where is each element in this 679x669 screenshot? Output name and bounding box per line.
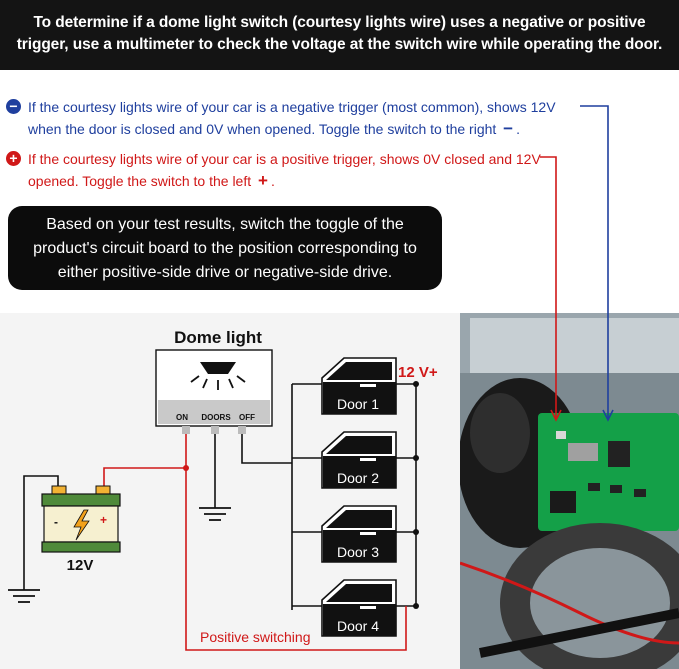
battery-icon: - + <box>41 485 121 553</box>
dome-light-title: Dome light <box>174 328 262 347</box>
bolt-icon <box>73 509 90 541</box>
pin-off <box>238 426 246 434</box>
door-1-label: Door 1 <box>337 396 379 412</box>
svg-text:-: - <box>54 515 58 529</box>
positive-note-end: . <box>270 173 275 189</box>
switch-label-off: OFF <box>239 413 255 422</box>
header-banner: To determine if a dome light switch (cou… <box>0 0 679 70</box>
negative-note-text: If the courtesy lights wire of your car … <box>28 99 556 137</box>
door-2: Door 2 <box>321 431 397 489</box>
negative-leader-line <box>580 105 614 422</box>
negative-symbol: − <box>503 119 514 138</box>
callout-text: Based on your test results, switch the t… <box>33 216 417 281</box>
pin-on <box>182 426 190 434</box>
door-3: Door 3 <box>321 505 397 563</box>
svg-text:+: + <box>100 513 107 527</box>
door-4: Door 4 <box>321 579 397 637</box>
positive-note-text: If the courtesy lights wire of your car … <box>28 151 541 189</box>
ground-icon <box>199 507 231 521</box>
minus-circle-icon: − <box>6 99 21 114</box>
circuit-board-photo <box>460 313 679 669</box>
ground-icon <box>8 589 40 603</box>
instruction-callout: Based on your test results, switch the t… <box>8 206 442 290</box>
voltage-label: 12 V+ <box>398 364 438 381</box>
pin-doors <box>211 426 219 434</box>
bulb-icon <box>190 362 246 390</box>
switch-label-doors: DOORS <box>201 413 231 422</box>
negative-trigger-note: If the courtesy lights wire of your car … <box>28 96 588 140</box>
positive-trigger-note: If the courtesy lights wire of your car … <box>28 148 548 192</box>
door-1: Door 1 <box>321 357 397 415</box>
positive-wire <box>103 434 407 651</box>
header-text: To determine if a dome light switch (cou… <box>16 14 663 53</box>
circuit-board-illustration <box>460 313 679 669</box>
positive-symbol: + <box>258 171 268 190</box>
negative-note-end: . <box>516 121 520 137</box>
door-3-label: Door 3 <box>337 544 379 560</box>
door-4-label: Door 4 <box>337 618 379 634</box>
positive-switching-label: Positive switching <box>200 629 311 645</box>
switch-strip <box>158 400 270 424</box>
battery-label: 12V <box>67 557 94 574</box>
switch-label-on: ON <box>176 413 188 422</box>
plus-circle-icon: + <box>6 151 21 166</box>
positive-leader-line <box>540 156 562 422</box>
door-2-label: Door 2 <box>337 470 379 486</box>
